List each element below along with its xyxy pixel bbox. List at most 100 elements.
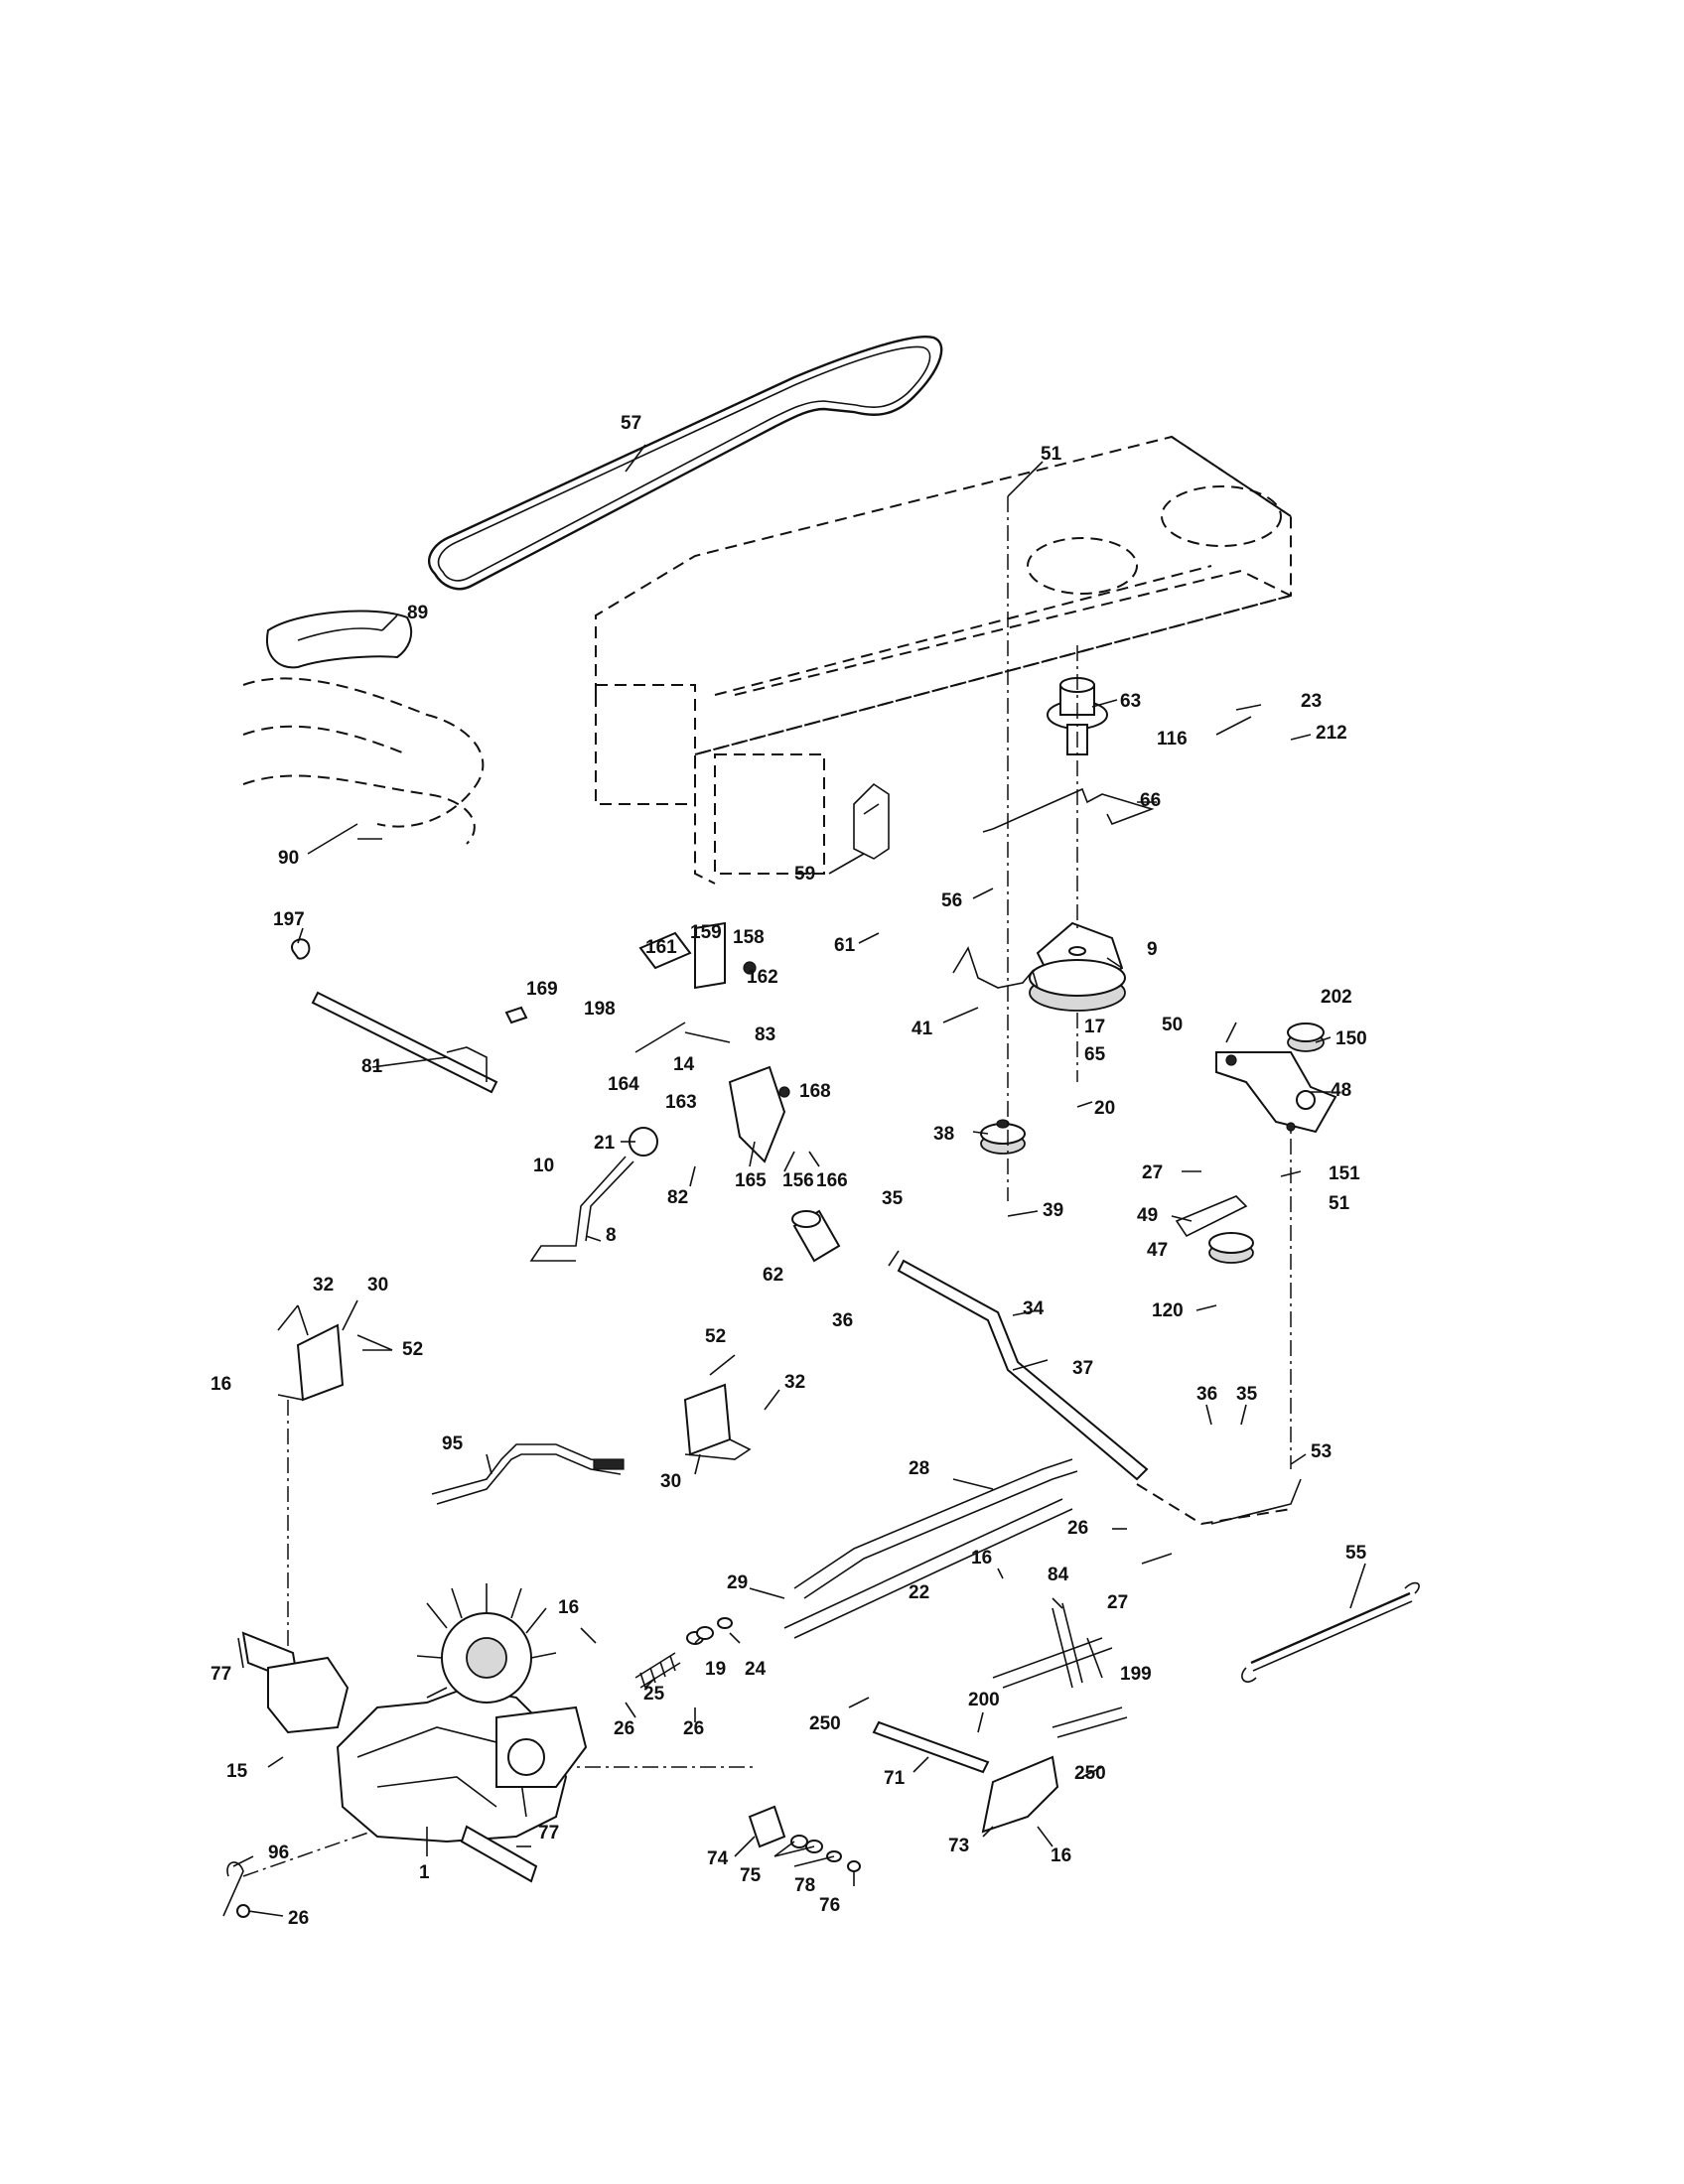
callout-168: 168: [799, 1081, 831, 1102]
callout-26: 26: [683, 1718, 704, 1739]
drive-belt: [428, 336, 943, 591]
callout-82: 82: [667, 1187, 688, 1208]
callout-48: 48: [1331, 1080, 1351, 1101]
callout-169: 169: [526, 979, 558, 1000]
callout-41: 41: [912, 1019, 933, 1039]
callout-163: 163: [665, 1092, 697, 1113]
callout-77: 77: [538, 1823, 559, 1843]
callout-197: 197: [273, 909, 305, 930]
callout-38: 38: [933, 1124, 954, 1145]
part-38-pulley: [980, 1119, 1026, 1155]
callout-28: 28: [909, 1458, 929, 1479]
callout-59: 59: [794, 864, 815, 885]
callout-23: 23: [1301, 691, 1322, 712]
phantom-body: [242, 677, 485, 845]
callout-156: 156: [782, 1170, 814, 1191]
callout-61: 61: [834, 935, 856, 956]
callout-51: 51: [1041, 444, 1062, 465]
part-30-bracket-left: [277, 1323, 345, 1402]
callout-161: 161: [645, 937, 677, 958]
callout-78: 78: [794, 1875, 815, 1896]
callout-52: 52: [402, 1339, 423, 1360]
callout-32: 32: [313, 1275, 334, 1296]
callout-21: 21: [594, 1133, 616, 1154]
callout-199: 199: [1120, 1664, 1152, 1685]
part-1-transaxle: [241, 1583, 588, 1883]
callout-16: 16: [971, 1548, 992, 1569]
callout-30: 30: [367, 1275, 388, 1296]
part-48-bracket: [1215, 1051, 1337, 1134]
part-47-idler: [1175, 1195, 1254, 1264]
callout-63: 63: [1120, 691, 1141, 712]
callout-16: 16: [210, 1374, 231, 1395]
parts-199-84: [992, 1602, 1128, 1738]
callout-90: 90: [278, 848, 299, 869]
callout-150: 150: [1335, 1028, 1367, 1049]
callout-26: 26: [288, 1908, 309, 1929]
callout-22: 22: [909, 1582, 929, 1603]
callout-53: 53: [1311, 1441, 1332, 1462]
callout-56: 56: [941, 890, 962, 911]
callout-120: 120: [1152, 1300, 1184, 1321]
callout-29: 29: [727, 1572, 748, 1593]
callout-76: 76: [819, 1895, 840, 1916]
part-89-cover: [266, 610, 413, 669]
callout-84: 84: [1048, 1565, 1069, 1585]
callout-96: 96: [268, 1843, 289, 1863]
part-96-pin: [222, 1861, 250, 1918]
callout-26: 26: [1067, 1518, 1088, 1539]
callout-166: 166: [816, 1170, 848, 1191]
parts-159-158-group: [504, 921, 757, 1024]
callout-9: 9: [1147, 939, 1158, 960]
callout-15: 15: [226, 1761, 248, 1782]
callout-55: 55: [1345, 1543, 1367, 1564]
callout-32: 32: [784, 1372, 805, 1393]
callout-8: 8: [606, 1225, 617, 1246]
callout-50: 50: [1162, 1015, 1183, 1035]
callout-212: 212: [1316, 723, 1347, 744]
callout-250: 250: [1074, 1763, 1106, 1784]
part-95-lever: [431, 1443, 625, 1505]
callout-77: 77: [210, 1664, 231, 1685]
callout-65: 65: [1084, 1044, 1106, 1065]
callout-37: 37: [1072, 1358, 1093, 1379]
callout-81: 81: [361, 1056, 383, 1077]
callout-165: 165: [735, 1170, 767, 1191]
leader-lines: [232, 444, 1366, 1917]
callout-27: 27: [1142, 1162, 1163, 1183]
part-165-bracket: [728, 1065, 790, 1163]
part-30-bracket-right: [683, 1383, 752, 1460]
callout-16: 16: [1051, 1845, 1071, 1866]
part-9-clutch: [1029, 921, 1126, 1012]
callout-47: 47: [1147, 1240, 1168, 1261]
part-19-24-nuts: [686, 1617, 733, 1645]
callout-89: 89: [407, 603, 428, 623]
callout-71: 71: [884, 1768, 906, 1789]
callout-57: 57: [621, 413, 641, 434]
callout-17: 17: [1084, 1017, 1105, 1037]
callout-95: 95: [442, 1433, 464, 1454]
part-150-pulley: [1287, 1023, 1325, 1052]
callout-198: 198: [584, 999, 616, 1020]
callout-202: 202: [1321, 987, 1352, 1008]
part-25-spring: [634, 1652, 681, 1689]
callout-162: 162: [747, 967, 778, 988]
callout-66: 66: [1140, 790, 1161, 811]
callout-labels: 57 51 89 63 23 116 212 66 90 59 56 61 19…: [210, 413, 1367, 1929]
callout-52: 52: [705, 1326, 726, 1347]
callout-83: 83: [755, 1024, 775, 1045]
callout-36: 36: [1196, 1384, 1217, 1405]
callout-16: 16: [558, 1597, 579, 1618]
callout-116: 116: [1157, 729, 1188, 750]
callout-19: 19: [705, 1659, 726, 1680]
callout-25: 25: [643, 1684, 665, 1705]
frame-outline: [595, 435, 1292, 885]
callout-51: 51: [1329, 1193, 1350, 1214]
callout-159: 159: [690, 922, 722, 943]
part-41-spring: [952, 946, 1039, 989]
callout-27: 27: [1107, 1592, 1128, 1613]
rods: [783, 1259, 1302, 1639]
callout-62: 62: [763, 1265, 783, 1286]
callout-250: 250: [809, 1713, 841, 1734]
